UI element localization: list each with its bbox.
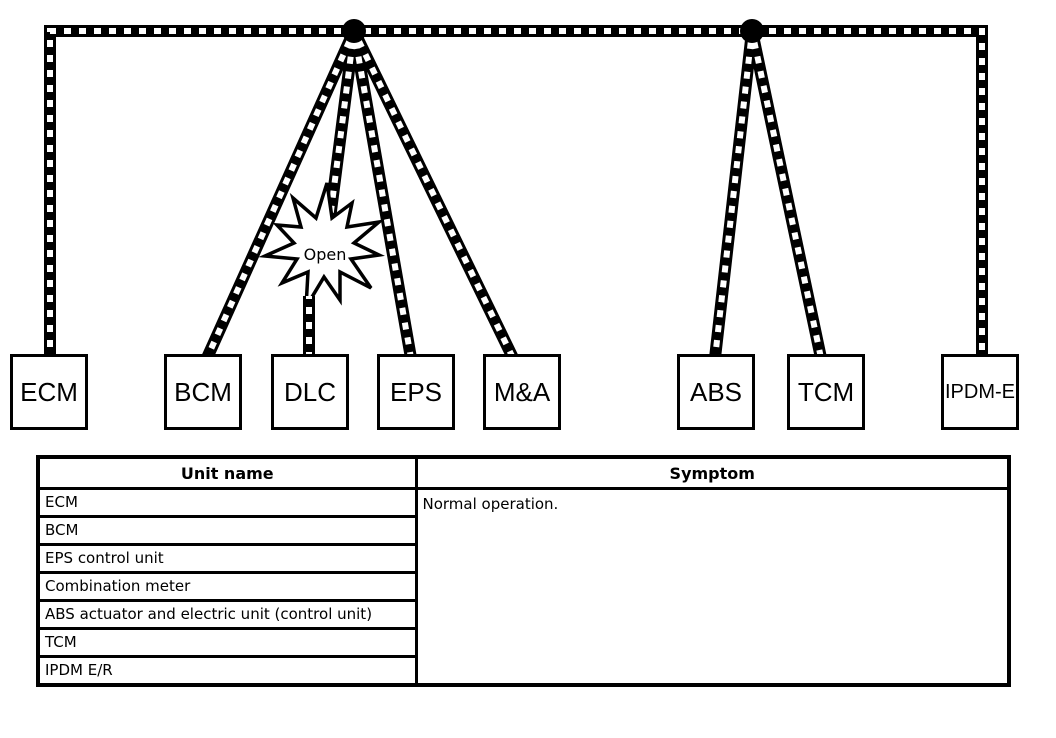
can-bus-diagram: ECM BCM DLC EPS M&A ABS TCM IPDM-E Open	[10, 19, 1019, 430]
open-burst-shape	[258, 182, 385, 308]
table-row: Combination meter	[36, 571, 1009, 602]
unit-cell-eps: EPS control unit	[36, 543, 418, 574]
junction-dot-right	[740, 19, 764, 43]
unit-cell-bcm: BCM	[36, 515, 418, 546]
unit-box-ipdm-e: IPDM-E	[941, 354, 1019, 430]
unit-cell-ipdm-er: IPDM E/R	[36, 655, 418, 687]
table-row: TCM	[36, 627, 1009, 658]
unit-label-ecm: ECM	[20, 376, 78, 407]
unit-label-dlc: DLC	[283, 376, 336, 407]
unit-label-bcm: BCM	[174, 376, 232, 407]
unit-box-eps: EPS	[377, 354, 455, 430]
unit-cell-abs: ABS actuator and electric unit (control …	[36, 599, 418, 630]
unit-label-abs: ABS	[689, 376, 743, 407]
table-row: EPS control unit	[36, 543, 1009, 574]
unit-box-ecm: ECM	[10, 354, 88, 430]
unit-label-ipdm-e: IPDM-E	[945, 380, 1015, 403]
can-bus-wiring	[44, 19, 988, 361]
table-row: BCM	[36, 515, 1009, 546]
unit-box-tcm: TCM	[787, 354, 865, 430]
unit-cell-combination-meter: Combination meter	[36, 571, 418, 602]
open-fault-label: Open	[303, 245, 347, 264]
table-header-row: Unit name Symptom	[36, 455, 1011, 490]
unit-label-eps: EPS	[389, 376, 443, 407]
col-header-symptom: Symptom	[414, 455, 1011, 490]
unit-box-ma: M&A	[483, 354, 561, 430]
col-header-unit-name: Unit name	[36, 455, 418, 490]
unit-cell-tcm: TCM	[36, 627, 418, 658]
unit-box-abs: ABS	[677, 354, 755, 430]
can-bus-line-dashes	[47, 28, 985, 360]
junction-dot-left	[342, 19, 366, 43]
unit-cell-ecm: ECM	[36, 487, 418, 518]
symptom-table: Unit name Symptom ECM Normal operation. …	[36, 455, 1011, 687]
table-row: ABS actuator and electric unit (control …	[36, 599, 1009, 630]
table-row: IPDM E/R	[36, 655, 1009, 687]
table-row: ECM Normal operation.	[36, 487, 1011, 687]
unit-label-ma: M&A	[493, 376, 551, 407]
symptom-cell: Normal operation.	[414, 487, 1011, 687]
unit-box-bcm: BCM	[164, 354, 242, 430]
can-bus-lines	[44, 25, 988, 361]
unit-label-tcm: TCM	[797, 376, 855, 407]
unit-box-dlc: DLC	[271, 354, 349, 430]
